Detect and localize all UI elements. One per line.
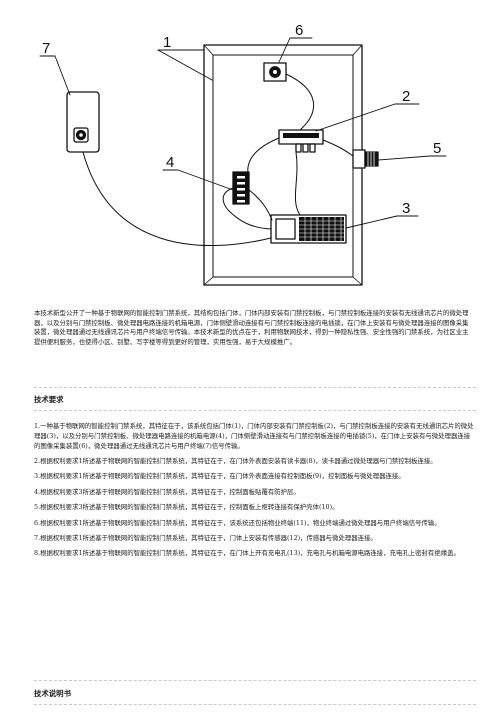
wire-camera-board [285, 73, 315, 131]
claim-item: 7.根据权利要求1所述基于物联网的智能控制门禁系统，其特征在于，门体上安装有传感… [34, 533, 377, 542]
requirements-title: 技术要求 [34, 395, 64, 404]
callout-6: 6 [295, 22, 303, 39]
wire-board-lock [322, 139, 354, 157]
claim-item: 6.根据权利要求1所述基于物联网的智能控制门禁系统，其特征在于，该系统还包括物业… [34, 518, 441, 527]
wire-board-down [294, 151, 301, 216]
section-divider [34, 704, 476, 705]
callout-3: 3 [402, 200, 410, 217]
claim-item: 1.一种基于物联网的智能控制门禁系统，其特征在于，该系统包括门体(1)，门体内部… [34, 422, 474, 450]
patent-figure: 1 2 3 4 5 6 7 [39, 22, 447, 286]
electric-lock-housing [352, 149, 366, 169]
callout-7: 7 [42, 40, 50, 57]
claim-item: 2.根据权利要求1所述基于物联网的智能控制门禁系统，其特征在于，在门体外表面安装… [34, 456, 437, 465]
callout-5: 5 [433, 140, 441, 157]
claim-item: 4.根据权利要求3所述基于物联网的智能控制门禁系统，其特征在于，控制面板贴覆有防… [34, 487, 300, 496]
section-divider [34, 680, 476, 681]
wire-board-microprocessor [247, 137, 280, 179]
wire-power-micro [248, 189, 273, 221]
abstract-text: 本技术新型公开了一种基于物联网的智能控制门禁系统，其结构包括门体，门体内部安装有… [34, 309, 469, 346]
claim-item: 3.根据权利要求1所述基于物联网的智能控制门禁系统，其特征在于，在门体外表面连接… [34, 472, 405, 481]
claim-item: 5.根据权利要求3所述基于物联网的智能控制门禁系统，其特征在于，控制面板上枢转连… [34, 503, 339, 512]
callout-1: 1 [163, 34, 171, 51]
claims-list: 1.一种基于物联网的智能控制门禁系统，其特征在于，该系统包括门体(1)，门体内部… [34, 422, 476, 565]
wireless-link [82, 151, 272, 246]
claim-item: 8.根据权利要求1所述基于物联网的智能控制门禁系统，其特征在于，在门体上开有充电… [34, 549, 460, 558]
callout-4: 4 [166, 154, 174, 171]
wire-power-left [222, 187, 272, 230]
abstract: 本技术新型公开了一种基于物联网的智能控制门禁系统，其结构包括门体，门体内部安装有… [34, 309, 474, 347]
section-divider [34, 410, 476, 411]
section-divider [34, 387, 476, 388]
callout-2: 2 [402, 88, 410, 105]
electric-lock-bolt [364, 151, 379, 167]
user-terminal [66, 91, 100, 153]
description-title: 技术说明书 [34, 689, 71, 698]
